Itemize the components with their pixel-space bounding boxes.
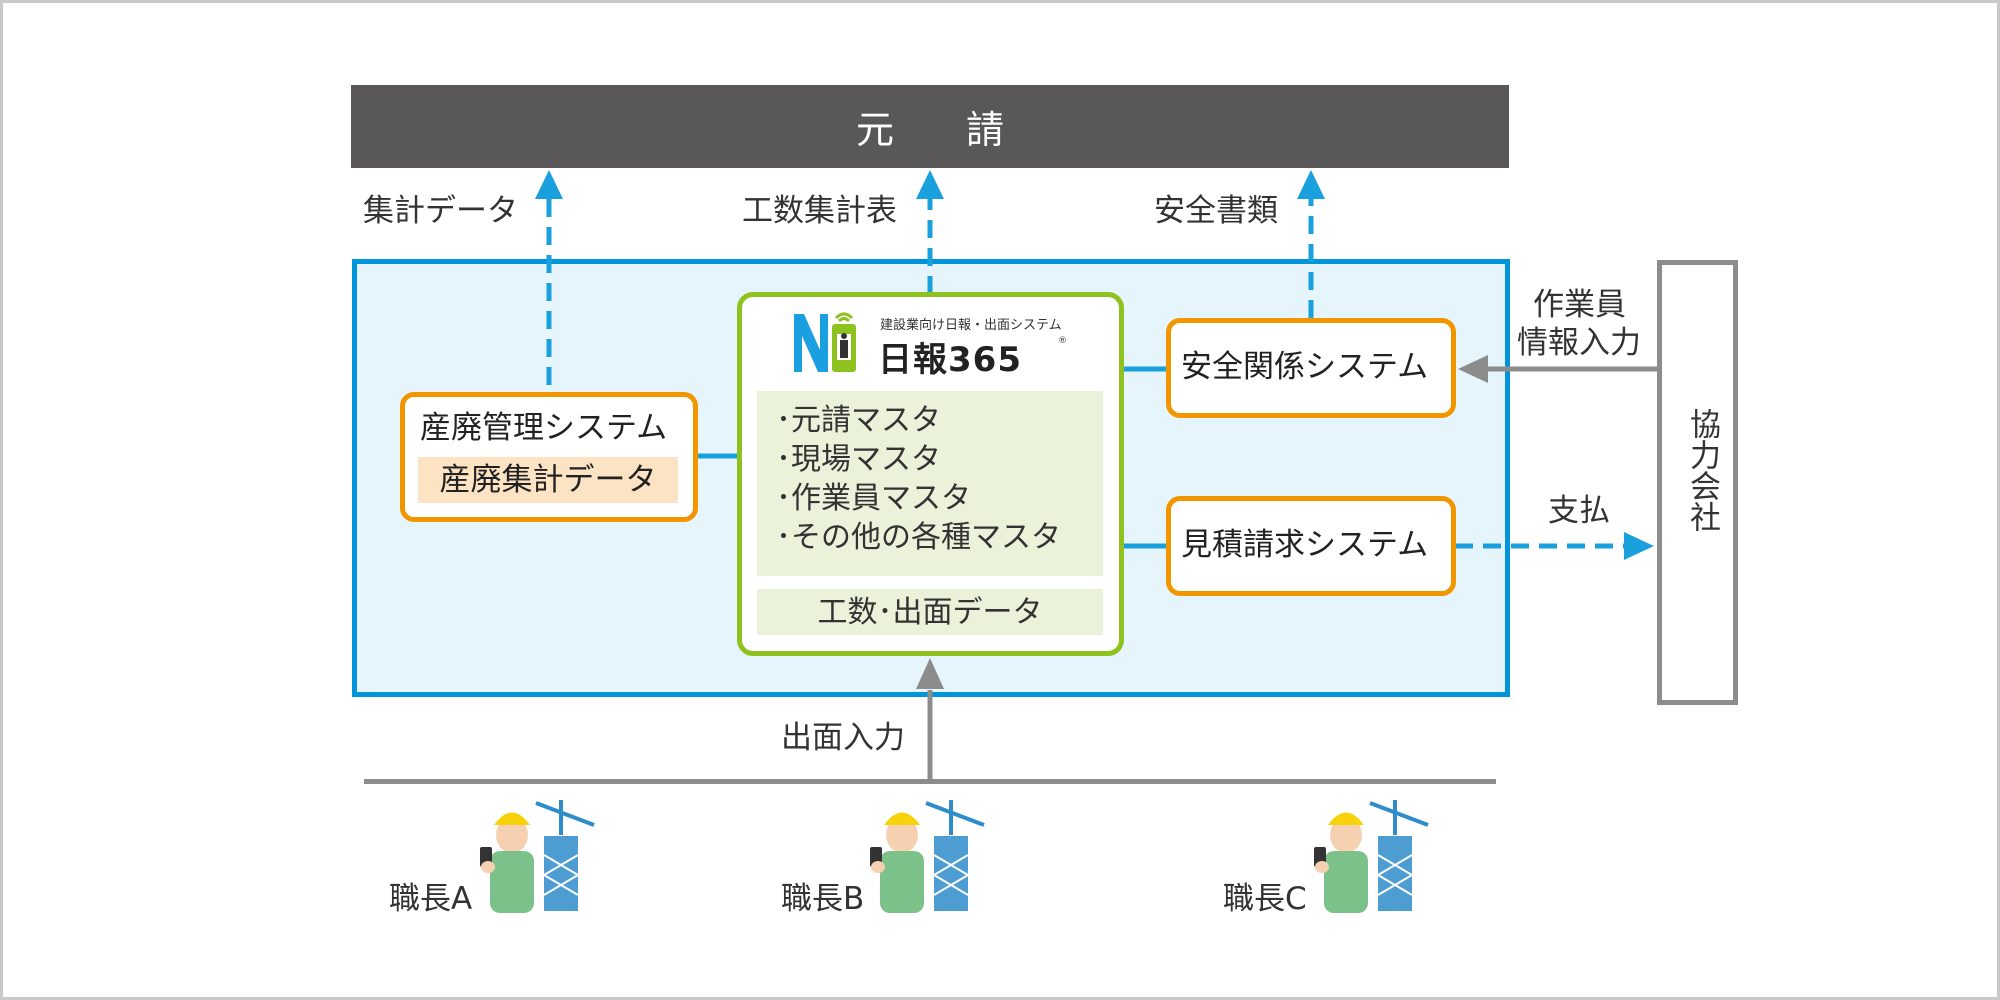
attendance-arrow-head — [916, 658, 944, 689]
registered-mark-icon: ® — [1058, 336, 1067, 346]
payment-arrow-head — [1624, 532, 1654, 560]
estimate-system-title: 見積請求システム — [1181, 527, 1429, 563]
foreman-c-illustration — [1310, 795, 1440, 915]
master-item: ･現場マスタ — [776, 442, 941, 477]
master-list-panel — [757, 391, 1103, 576]
labor-arrow-head — [916, 170, 944, 199]
nippo-logo-name: 日報365 — [878, 340, 1022, 380]
waste-aggregate-data-pill: 産廃集計データ — [418, 457, 678, 503]
foreman-a-label: 職長A — [389, 881, 473, 917]
worker-info-label-line2: 情報入力 — [1517, 325, 1641, 361]
foreman-a-illustration — [476, 795, 606, 915]
labor-attendance-data-label: 工数･出面データ — [817, 594, 1043, 630]
master-item: ･元請マスタ — [776, 403, 941, 438]
estimate-billing-system — [1166, 496, 1456, 596]
labor-table-label: 工数集計表 — [742, 193, 897, 229]
foremen-baseline — [364, 779, 1496, 784]
waste-system-title: 産廃管理システム — [420, 410, 668, 446]
master-item: ･その他の各種マスタ — [776, 520, 1061, 555]
master-item: ･作業員マスタ — [776, 481, 971, 516]
aggregate-data-label: 集計データ — [363, 193, 518, 229]
worker-info-label-line1: 作業員 — [1533, 287, 1626, 323]
partner-company-box — [1657, 260, 1738, 705]
master-list: ･元請マスタ ･現場マスタ ･作業員マスタ ･その他の各種マスタ — [776, 401, 1061, 557]
foreman-worker-icon — [870, 800, 985, 913]
prime-contractor-header: 元 請 — [351, 85, 1509, 168]
foreman-b-label: 職長B — [781, 881, 865, 917]
foreman-worker-icon — [480, 800, 595, 913]
safety-system — [1166, 318, 1456, 418]
foreman-c-label: 職長C — [1223, 881, 1307, 917]
waste-aggregate-data-label: 産廃集計データ — [439, 461, 657, 498]
worker-info-arrow-head — [1458, 355, 1488, 383]
safety-system-title: 安全関係システム — [1181, 349, 1429, 385]
foreman-worker-icon — [1314, 800, 1429, 913]
nippo-logo-subtitle: 建設業向け日報・出面システム — [880, 318, 1062, 333]
payment-label: 支払 — [1548, 493, 1610, 529]
foreman-b-illustration — [866, 795, 996, 915]
nippo-logo-icon — [794, 312, 856, 372]
aggregate-arrow-head — [535, 170, 563, 199]
safety-docs-label: 安全書類 — [1154, 193, 1278, 229]
labor-attendance-data-panel: 工数･出面データ — [757, 589, 1103, 635]
attendance-input-label: 出面入力 — [781, 720, 905, 756]
safety-arrow-head — [1297, 170, 1325, 199]
partner-company-label: 協力会社 — [1684, 408, 1720, 532]
